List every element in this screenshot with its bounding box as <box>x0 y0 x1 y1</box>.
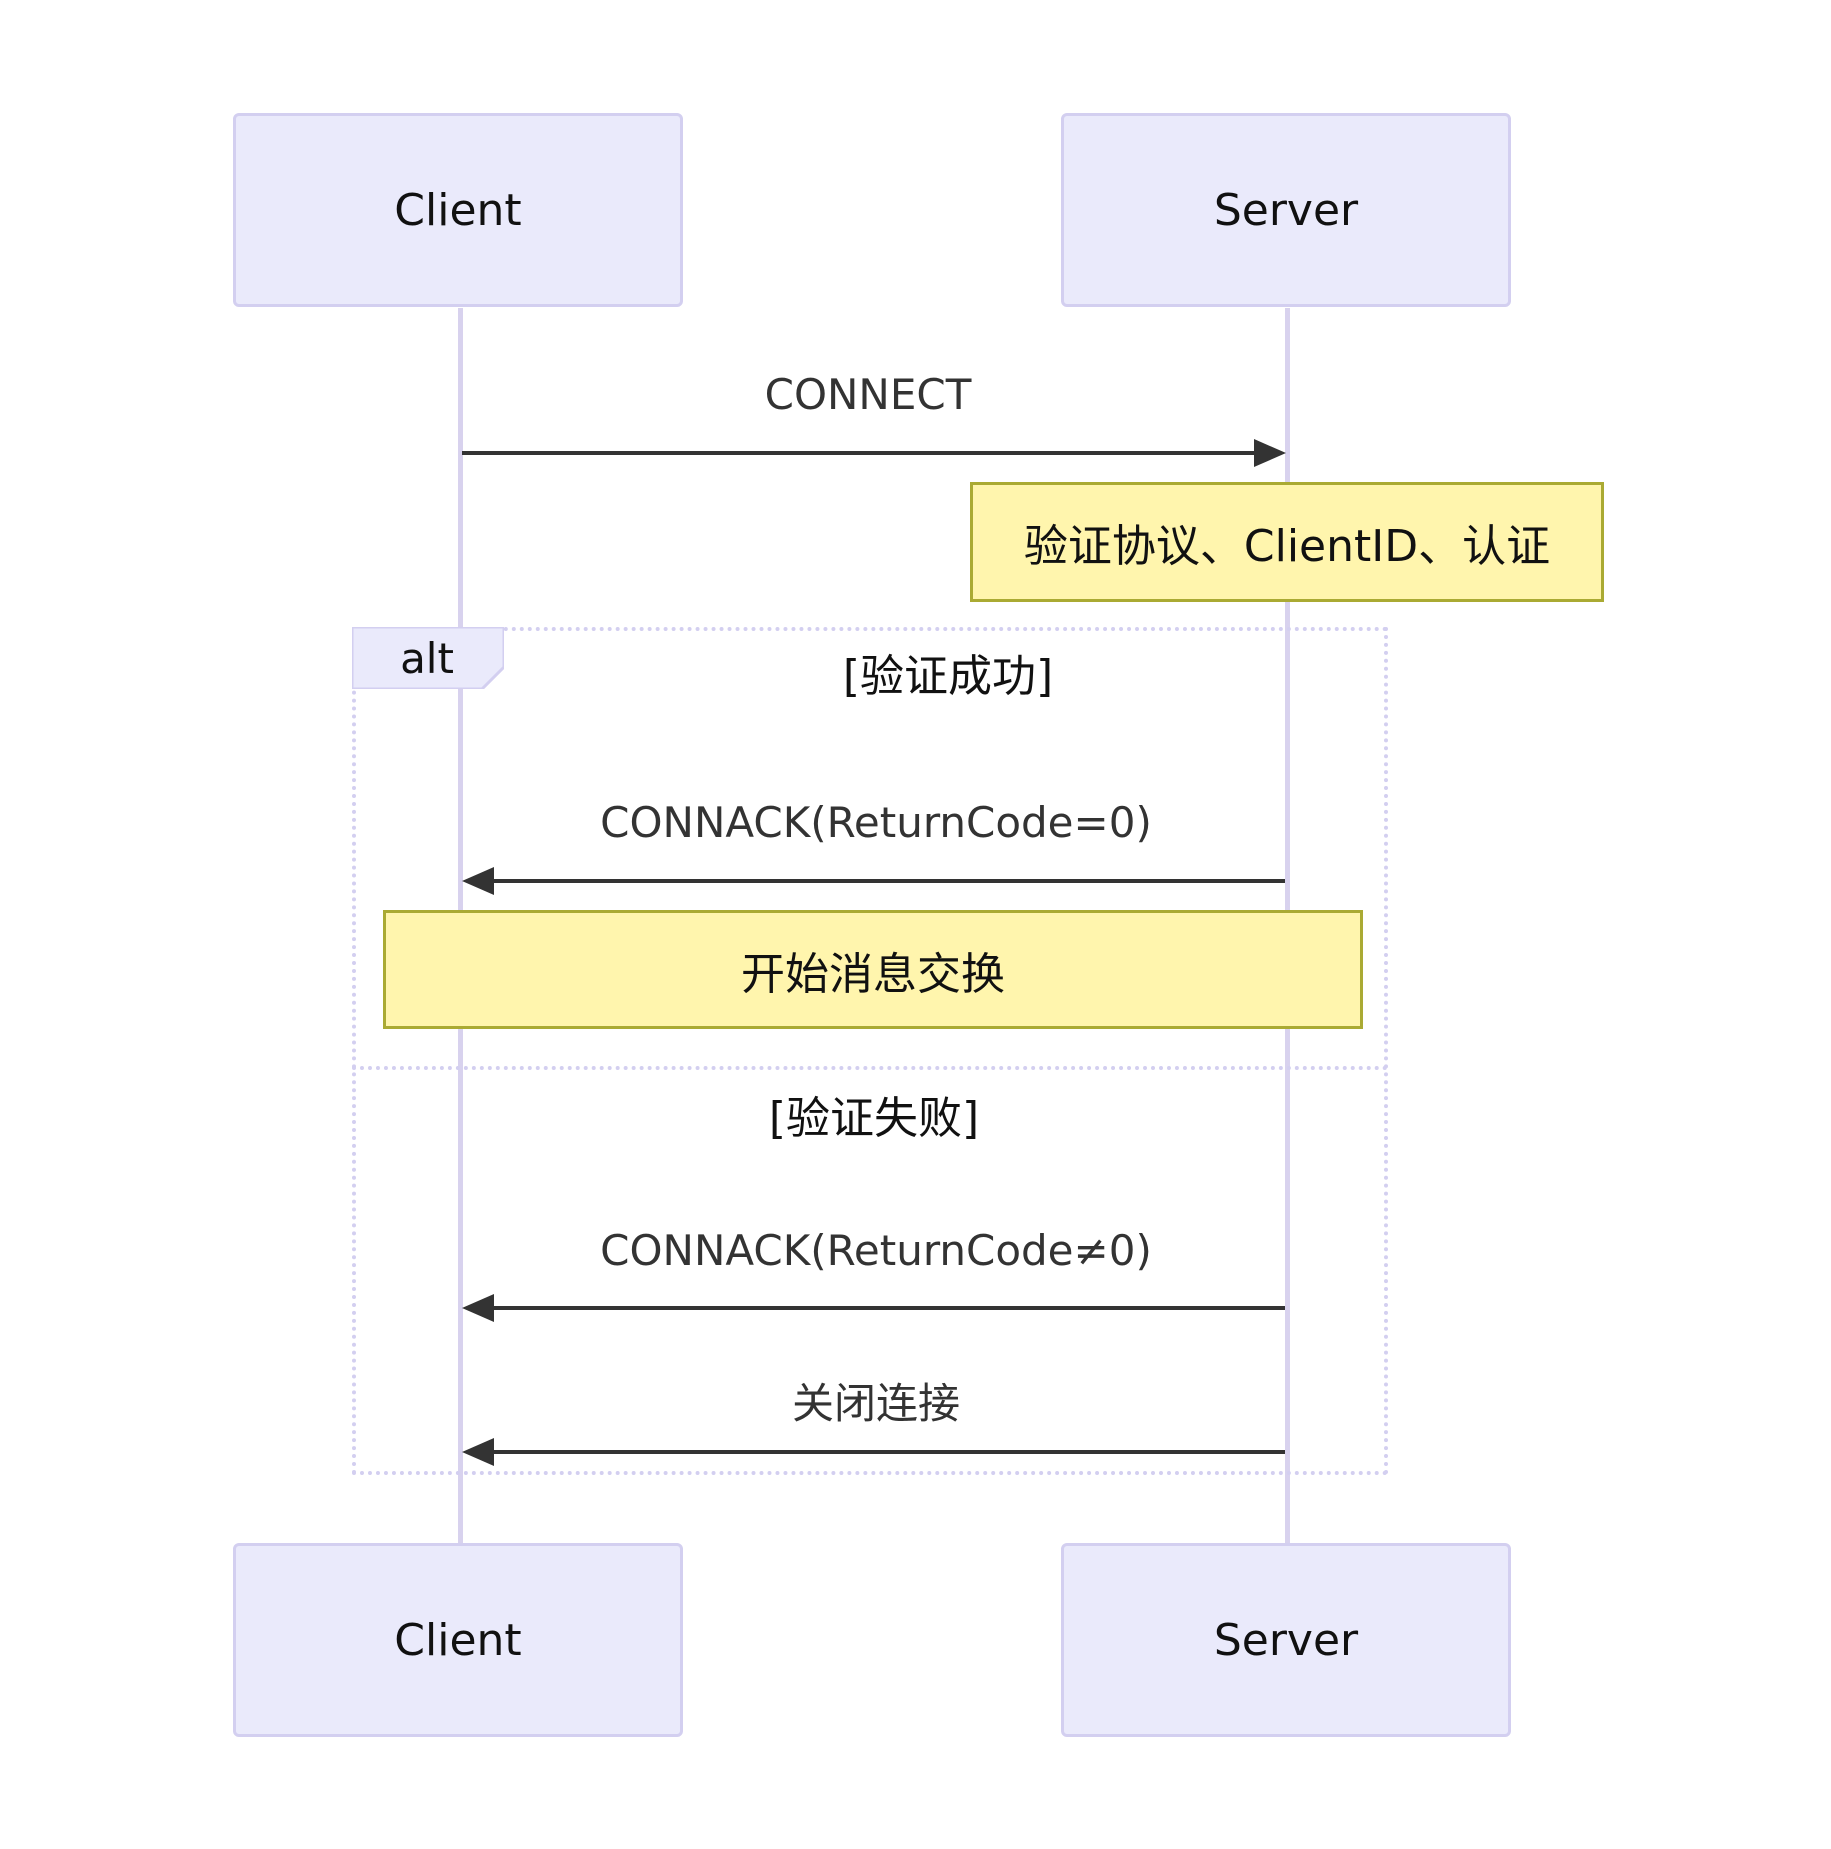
alt-frame-divider <box>352 1066 1388 1070</box>
arrowhead-connect <box>1254 439 1286 467</box>
message-label-connect: CONNECT <box>764 370 972 419</box>
alt-frame-tag <box>352 627 504 689</box>
actor-server-bottom: Server <box>1061 1543 1511 1737</box>
message-label-connack-failure: CONNACK(ReturnCode≠0) <box>600 1226 1152 1275</box>
message-label-close-connection: 关闭连接 <box>791 1379 961 1428</box>
arrowhead-connack-failure <box>462 1294 494 1322</box>
actor-client-bottom: Client <box>233 1543 683 1737</box>
note-validate: 验证协议、ClientID、认证 <box>970 482 1604 602</box>
alt-frame <box>352 627 1388 1475</box>
message-label-connack-success: CONNACK(ReturnCode=0) <box>600 798 1152 847</box>
actor-client-top: Client <box>233 113 683 307</box>
alt-frame-tag-label: alt <box>400 633 454 683</box>
alt-condition-failure: [验证失败] <box>768 1093 980 1144</box>
actor-server-top: Server <box>1061 113 1511 307</box>
alt-condition-success: [验证成功] <box>842 651 1054 702</box>
arrowhead-connack-success <box>462 867 494 895</box>
arrowhead-close-connection <box>462 1438 494 1466</box>
note-start-exchange: 开始消息交换 <box>383 910 1363 1029</box>
